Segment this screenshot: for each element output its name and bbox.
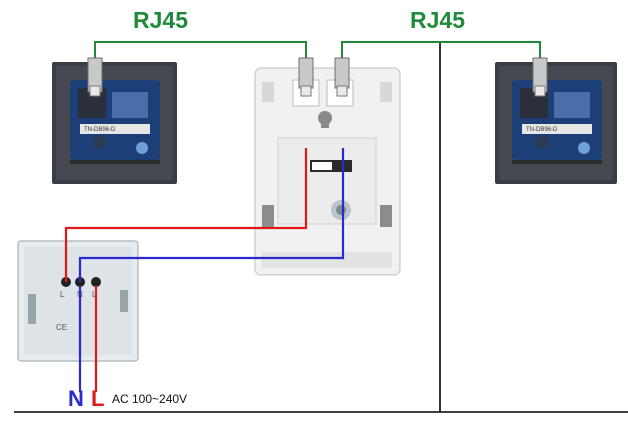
rj45-label-right: RJ45 xyxy=(410,7,465,33)
rj45-plug-router-left xyxy=(298,57,314,97)
right-rj45-panel: TN-DB96-D xyxy=(495,62,617,184)
svg-text:TN-DB96-D: TN-DB96-D xyxy=(84,127,116,133)
socket-terminal-3-label: L xyxy=(92,290,97,299)
svg-text:TN-DB96-D: TN-DB96-D xyxy=(526,127,558,133)
live-label: L xyxy=(91,386,104,411)
rj45-plug-left-panel xyxy=(87,57,103,97)
rj45-label-left: RJ45 xyxy=(133,7,188,33)
rj45-plug-right-panel xyxy=(532,57,548,97)
socket-terminal-1-label: L xyxy=(60,290,65,299)
rj45-plug-router-right xyxy=(334,57,350,97)
live-wire xyxy=(64,148,308,282)
ce-mark: CE xyxy=(56,323,67,332)
left-rj45-panel: TN-DB96-D xyxy=(52,62,177,184)
neutral-wire xyxy=(78,148,345,282)
neutral-label: N xyxy=(68,386,84,411)
central-router-module xyxy=(254,67,401,276)
wall-power-socket: L N L CE xyxy=(17,240,139,362)
ac-rating-label: AC 100~240V xyxy=(112,392,187,406)
